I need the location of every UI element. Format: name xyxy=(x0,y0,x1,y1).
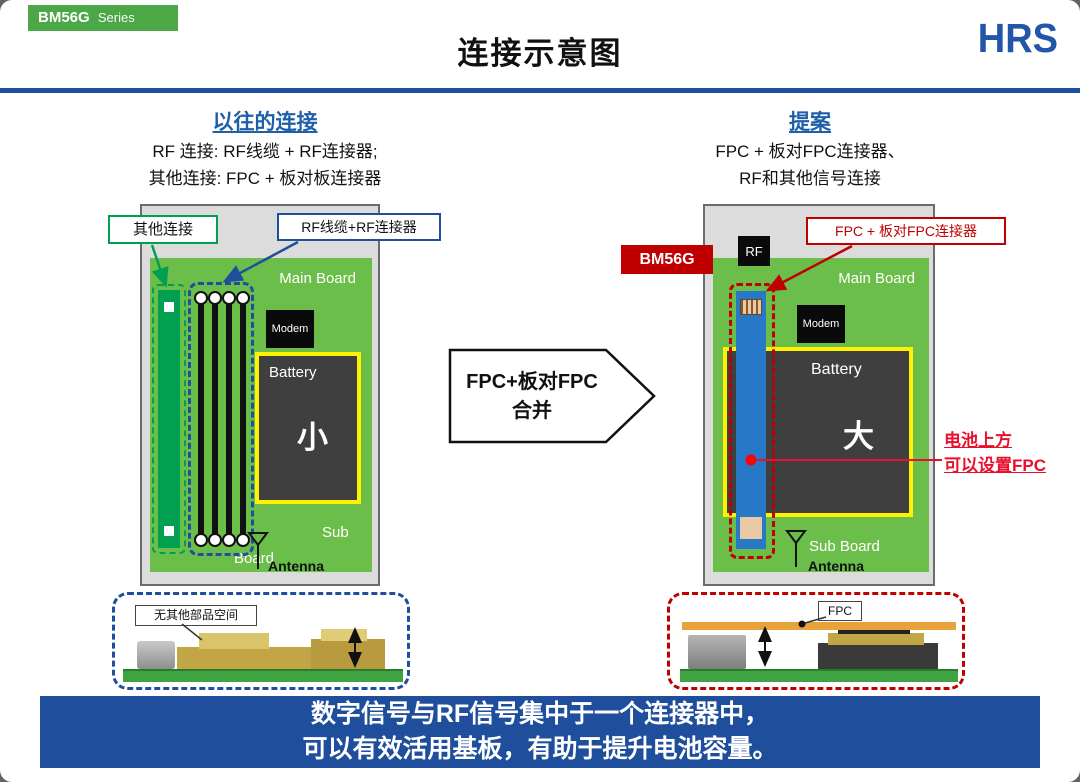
left-photo-connector-right-top xyxy=(321,629,367,641)
fpc-connector-top xyxy=(740,299,762,315)
merge-arrow-shape xyxy=(448,348,656,444)
left-photo-coax-cable xyxy=(137,641,175,669)
right-sub-board-label: Sub Board xyxy=(809,538,880,555)
merge-arrow-line1: FPC+板对FPC xyxy=(466,371,598,393)
footer-banner: 数字信号与RF信号集中于一个连接器中， 可以有效活用基板，有助于提升电池容量。 xyxy=(40,696,1040,768)
battery-top-note-line2: 可以设置FPC xyxy=(944,456,1046,475)
left-connector-photo: 无其他部品空间 xyxy=(112,592,410,690)
footer-line1: 数字信号与RF信号集中于一个连接器中， xyxy=(310,700,770,728)
right-photo-pcb xyxy=(680,669,958,682)
left-description: RF 连接: RF线缆 + RF连接器; 其他连接: FPC + 板对板连接器 xyxy=(70,138,460,192)
right-modem-chip: Modem xyxy=(797,305,845,343)
fpc-connector-bottom xyxy=(740,517,762,539)
right-photo-fpc-strip xyxy=(682,622,956,630)
series-badge-suffix: Series xyxy=(97,10,135,25)
rf-cable xyxy=(194,291,208,547)
left-photo-connector-base xyxy=(177,647,327,669)
left-phone-diagram: Main Board Sub Board Modem Battery 小 Ant… xyxy=(140,204,380,586)
rf-cable xyxy=(236,291,250,547)
left-photo-pcb xyxy=(123,669,403,682)
rf-cable xyxy=(208,291,222,547)
left-description-line2: 其他连接: FPC + 板对板连接器 xyxy=(148,169,382,188)
right-phone-diagram: Main Board Sub Board RF Modem Battery 大 … xyxy=(703,204,935,586)
left-battery-size: 小 xyxy=(297,420,328,455)
left-photo-connector-right xyxy=(311,639,385,669)
right-photo-connector-base xyxy=(818,643,938,669)
right-antenna-label: Antenna xyxy=(808,558,864,574)
bm56g-badge: BM56G xyxy=(621,245,713,274)
right-photo-connector-gold xyxy=(828,633,924,645)
merge-arrow-text: FPC+板对FPC 合并 xyxy=(452,368,612,426)
other-connection-strip xyxy=(158,290,180,548)
left-modem-chip: Modem xyxy=(266,310,314,348)
left-battery-label: Battery xyxy=(269,364,317,381)
hrs-logo: HRS xyxy=(977,16,1058,62)
footer-line2: 可以有效活用基板，有助于提升电池容量。 xyxy=(302,735,778,763)
left-description-line1: RF 连接: RF线缆 + RF连接器; xyxy=(152,142,378,161)
series-badge: BM56G Series xyxy=(28,5,178,31)
left-battery: Battery 小 xyxy=(255,352,361,504)
right-heading: 提案 xyxy=(789,111,831,134)
left-main-board-label: Main Board xyxy=(279,270,356,287)
right-connector-photo: FPC xyxy=(667,592,965,690)
series-badge-model: BM56G xyxy=(38,9,90,26)
rf-chip: RF xyxy=(738,236,770,266)
right-photo-component xyxy=(688,635,746,669)
right-description: FPC + 板对FPC连接器、 RF和其他信号连接 xyxy=(620,138,1000,192)
rf-cable xyxy=(222,291,236,547)
fpc-outline xyxy=(729,283,775,559)
rf-cables-group xyxy=(188,282,254,556)
left-sub-label: Sub xyxy=(322,524,349,541)
fpc-connector-callout: FPC + 板对FPC连接器 xyxy=(806,217,1006,245)
right-main-board-label: Main Board xyxy=(838,270,915,287)
page-title: 连接示意图 xyxy=(457,36,623,71)
other-connection-callout: 其他连接 xyxy=(108,215,218,244)
right-battery-size: 大 xyxy=(843,419,874,454)
battery-top-note: 电池上方 可以设置FPC xyxy=(944,428,1080,478)
merge-arrow-line2: 合并 xyxy=(512,400,552,422)
rf-cable-callout: RF线缆+RF连接器 xyxy=(277,213,441,241)
no-space-label: 无其他部品空间 xyxy=(135,605,257,626)
right-battery-label: Battery xyxy=(811,361,862,378)
battery-top-note-line1: 电池上方 xyxy=(944,431,1012,450)
strip-pad-bottom xyxy=(164,526,174,536)
left-antenna-label: Antenna xyxy=(268,558,324,574)
fpc-photo-label: FPC xyxy=(818,601,862,621)
left-heading: 以往的连接 xyxy=(212,111,318,134)
right-description-line1: FPC + 板对FPC连接器、 xyxy=(715,142,905,161)
other-connection-outline xyxy=(152,284,186,554)
header-divider xyxy=(0,88,1080,93)
strip-pad-top xyxy=(164,302,174,312)
right-description-line2: RF和其他信号连接 xyxy=(739,169,881,188)
left-photo-connector-top xyxy=(199,633,269,649)
fpc-strip xyxy=(736,291,766,549)
